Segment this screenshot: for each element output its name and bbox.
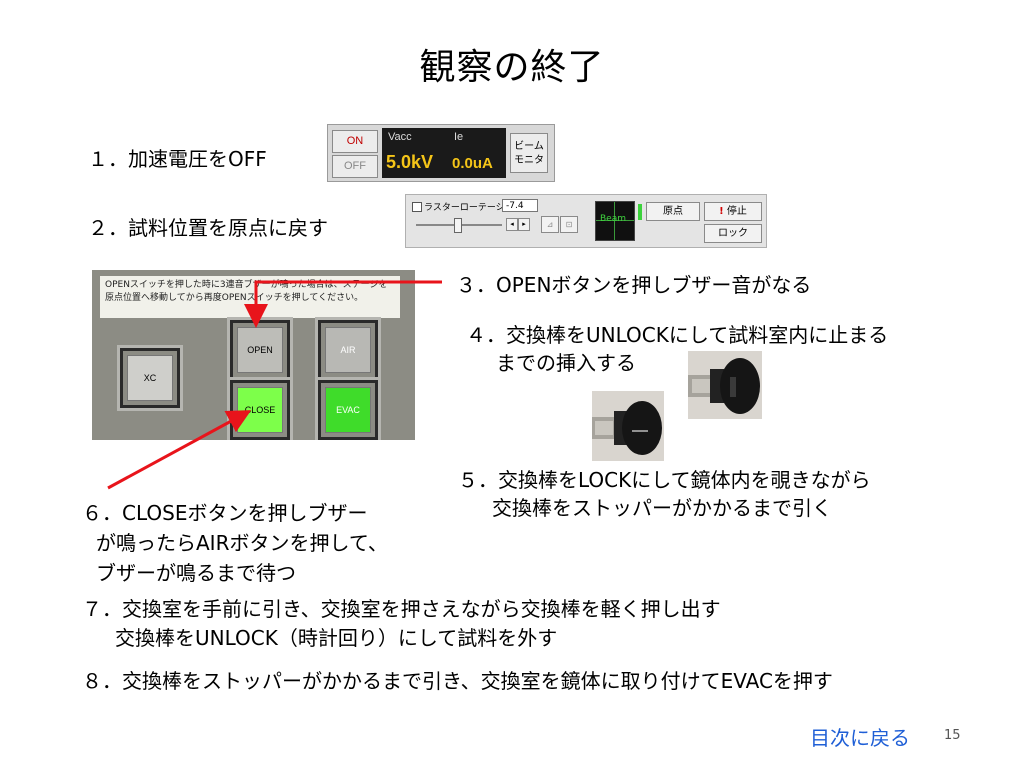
notice-line-2: 原点位置へ移動してから再度OPENスイッチを押してください。: [105, 293, 364, 303]
evac-button[interactable]: EVAC: [318, 380, 378, 440]
open-button-label: OPEN: [247, 345, 273, 355]
slider-right-arrow-icon[interactable]: ▸: [518, 218, 530, 231]
exchange-rod-lock-image: [592, 401, 662, 455]
arrow-to-open-button: [244, 280, 442, 328]
beam-crosshair-vertical: [614, 202, 615, 240]
step-2-text: ２．試料位置を原点に戻す: [88, 216, 328, 240]
air-button[interactable]: AIR: [318, 320, 378, 380]
raster-tool-icon-2[interactable]: ⊡: [560, 216, 578, 233]
step-3-text: ３．OPENボタンを押しブザー音がなる: [456, 273, 812, 297]
exchange-chamber-button-photo: OPENスイッチを押した時に3連音ブザーが鳴った場合は、ステージを 原点位置へ移…: [92, 270, 415, 440]
beam-monitor-button[interactable]: ビーム モニタ: [510, 133, 548, 173]
step-7-text-line-1: ７．交換室を手前に引き、交換室を押さえながら交換棒を軽く押し出す: [82, 597, 721, 621]
raster-rotation-checkbox[interactable]: [412, 202, 422, 212]
step-4-text-line-1: ４．交換棒をUNLOCKにして試料室内に止まる: [466, 323, 889, 347]
exchange-rod-photo-unlock: [688, 351, 762, 419]
step-5-text-line-2: 交換棒をストッパーがかかるまで引く: [492, 496, 832, 520]
raster-rotation-label: ラスターローテーション: [424, 203, 523, 213]
notice-line-1: OPENスイッチを押した時に3連音ブザーが鳴った場合は、ステージを: [105, 280, 388, 290]
step-6-text-line-2: が鳴ったらAIRボタンを押して、: [96, 531, 388, 555]
arrow-to-close-button: [107, 410, 252, 490]
beam-view-label: Beam: [600, 214, 626, 224]
beam-position-view: Beam: [595, 201, 635, 241]
slide-title: 観察の終了: [419, 47, 605, 88]
raster-rotation-value-field[interactable]: -7.4: [502, 199, 538, 212]
step-7-text-line-2: 交換棒をUNLOCK（時計回り）にして試料を外す: [115, 626, 558, 650]
stop-button[interactable]: ! 停止: [704, 202, 762, 221]
step-4-text-line-2: までの挿入する: [496, 351, 636, 375]
hv-readout-display: Vacc Ie 5.0kV 0.0uA: [382, 128, 506, 178]
exchange-rod-photo-lock: [592, 391, 664, 461]
page-number: 15: [944, 728, 961, 743]
step-5-text-line-1: ５．交換棒をLOCKにして鏡体内を覗きながら: [458, 468, 871, 492]
step-6-text-line-3: ブザーが鳴るまで待つ: [96, 561, 296, 585]
hv-control-panel: ON OFF Vacc Ie 5.0kV 0.0uA ビーム モニタ: [327, 124, 555, 182]
beam-crosshair-horizontal: [596, 220, 634, 221]
raster-rotation-slider-thumb[interactable]: [454, 218, 462, 233]
beam-monitor-label-2: モニタ: [514, 155, 544, 166]
back-to-contents-link[interactable]: 目次に戻る: [810, 726, 910, 750]
hv-off-button[interactable]: OFF: [332, 155, 378, 178]
lock-button[interactable]: ロック: [704, 224, 762, 243]
evac-button-label: EVAC: [336, 405, 360, 415]
stop-warning-icon: !: [719, 206, 724, 217]
vacc-label: Vacc: [388, 131, 412, 143]
slider-left-arrow-icon[interactable]: ◂: [506, 218, 518, 231]
stop-button-label: 停止: [726, 206, 747, 217]
raster-tool-icon-1[interactable]: ⊿: [541, 216, 559, 233]
ie-label: Ie: [454, 131, 464, 143]
air-button-label: AIR: [340, 345, 356, 355]
ie-value: 0.0uA: [452, 155, 493, 172]
origin-button[interactable]: 原点: [646, 202, 700, 221]
step-6-text-line-1: ６．CLOSEボタンを押しブザー: [82, 501, 368, 525]
exchange-rod-unlock-image: [688, 358, 760, 414]
vacc-value: 5.0kV: [386, 152, 434, 172]
beam-monitor-label-1: ビーム: [514, 141, 544, 152]
xc-button[interactable]: XC: [120, 348, 180, 408]
xc-button-label: XC: [143, 373, 157, 383]
step-1-text: １．加速電圧をOFF: [88, 147, 267, 171]
beam-status-indicator: [638, 204, 642, 220]
step-8-text: ８．交換棒をストッパーがかかるまで引き、交換室を鏡体に取り付けてEVACを押す: [82, 669, 833, 693]
hv-on-button[interactable]: ON: [332, 130, 378, 153]
stage-control-panel: ラスターローテーション -7.4 ◂ ▸ ⊿ ⊡ Beam 原点 ! 停止 ロッ…: [405, 194, 767, 248]
close-button-label: CLOSE: [244, 405, 276, 415]
